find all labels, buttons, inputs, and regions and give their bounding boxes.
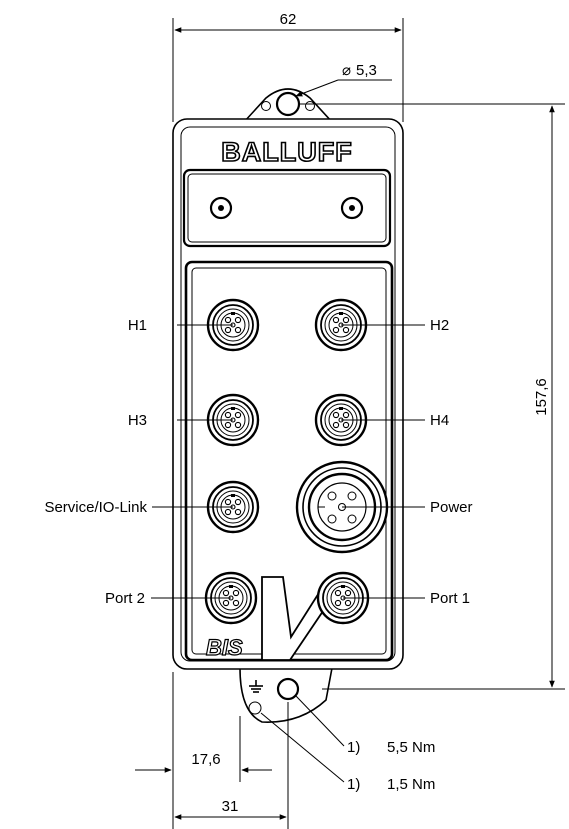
dimension-width — [172, 18, 404, 122]
mounting-hole-bottom — [276, 677, 300, 701]
dimension-offset-center-value: 31 — [222, 798, 239, 815]
diameter-symbol: ⌀ — [342, 62, 351, 79]
mounting-hole-top — [275, 91, 301, 117]
label-h3: H3 — [128, 412, 147, 429]
dimension-hole-diameter — [295, 79, 392, 97]
dimension-width-value: 62 — [280, 11, 297, 28]
bottom-mounting-flange — [239, 667, 333, 723]
label-h2: H2 — [430, 317, 449, 334]
label-power: Power — [430, 499, 473, 516]
label-port2: Port 2 — [105, 590, 145, 607]
label-h4: H4 — [430, 412, 449, 429]
torque-note1-marker: 1) — [347, 739, 360, 756]
label-port1: Port 1 — [430, 590, 470, 607]
torque-note2-value: 1,5 Nm — [387, 776, 435, 793]
brand-logo: BALLUFF — [221, 137, 352, 167]
top-mounting-flange — [242, 88, 334, 123]
dimension-height-value: 157,6 — [533, 378, 550, 416]
series-mark: BIS — [206, 635, 243, 660]
torque-note1-value: 5,5 Nm — [387, 739, 435, 756]
label-h1: H1 — [128, 317, 147, 334]
ground-icon — [249, 680, 263, 693]
ground-hole — [248, 701, 262, 715]
leader-lines — [151, 324, 425, 599]
dimension-height — [300, 103, 565, 690]
label-service-io-link: Service/IO-Link — [44, 499, 147, 516]
dimension-offset-small-value: 17,6 — [191, 751, 220, 768]
dimension-bottom-lines — [135, 672, 345, 829]
dimension-hole-diameter-value: 5,3 — [356, 62, 377, 79]
torque-note2-marker: 1) — [347, 776, 360, 793]
label-window — [182, 168, 392, 248]
